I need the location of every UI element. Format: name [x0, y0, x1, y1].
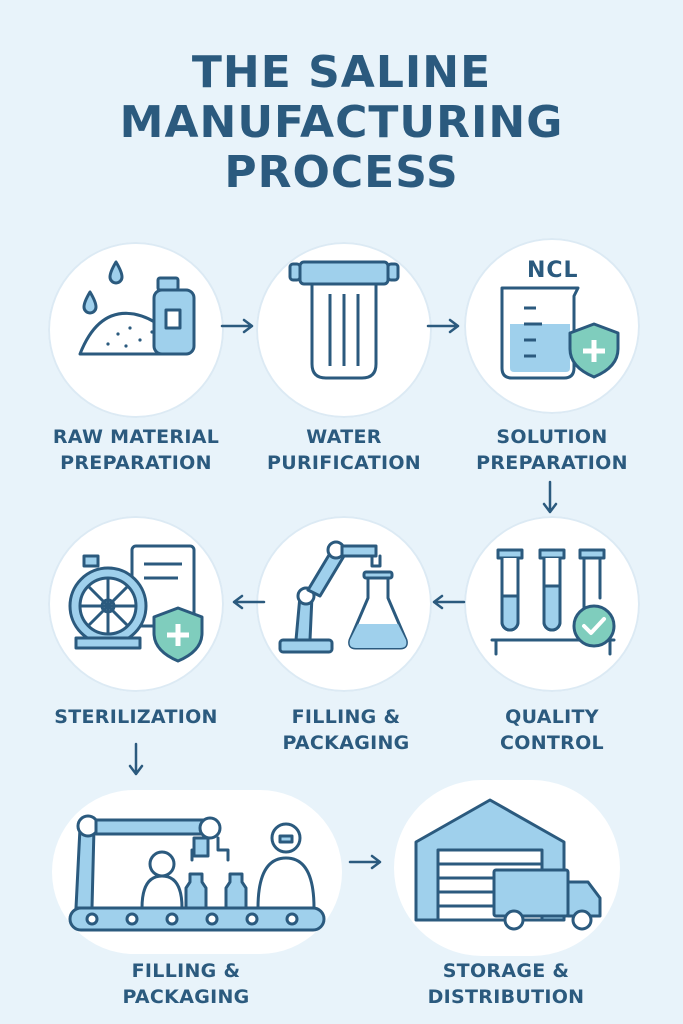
step-quality-control-label: QUALITY CONTROL [452, 704, 652, 756]
step-solution-preparation-label: SOLUTION PREPARATION [452, 424, 652, 476]
beaker-shield-icon [500, 286, 620, 380]
label-line-1: FILLING & [291, 706, 401, 728]
step-water-purification-circle [256, 242, 432, 418]
step-storage-distribution-circle [394, 780, 620, 956]
ncl-badge: NCL [527, 258, 579, 283]
water-filter-icon [288, 260, 400, 380]
label-line-2: PREPARATION [476, 452, 628, 474]
label-line-2: DISTRIBUTION [427, 986, 585, 1008]
step-filling-packaging-label: FILLING & PACKAGING [246, 704, 446, 756]
label-line-1: QUALITY [505, 706, 599, 728]
label-line-1: SOLUTION [496, 426, 608, 448]
conveyor-workers-icon [68, 814, 326, 932]
label-line-2: CONTROL [500, 732, 604, 754]
warehouse-truck-icon [414, 798, 602, 931]
arrow-left-icon [232, 594, 266, 610]
arrow-down-icon [128, 742, 144, 776]
step-quality-control-circle [464, 516, 640, 692]
step-sterilization-circle [48, 516, 224, 692]
page-title-line-3: PROCESS [224, 147, 459, 198]
label-line-1: WATER [306, 426, 382, 448]
step-raw-material-circle [48, 242, 224, 418]
label-line-2: PREPARATION [60, 452, 212, 474]
page-title-line-2: MANUFACTURING [119, 97, 564, 148]
page-title-line-1: THE SALINE [191, 47, 492, 98]
arrow-right-icon [348, 854, 382, 870]
salt-and-bottle-icon [78, 260, 196, 356]
label-line-2: PACKAGING [122, 986, 250, 1008]
label-line-1: RAW MATERIAL [52, 426, 220, 448]
step-solution-preparation-circle [464, 238, 640, 414]
label-line-1: STORAGE & [442, 960, 570, 982]
label-line-2: PACKAGING [282, 732, 410, 754]
step-raw-material-label: RAW MATERIAL PREPARATION [36, 424, 236, 476]
robot-arm-flask-icon [278, 540, 408, 654]
label-line-1: FILLING & [131, 960, 241, 982]
step-filling-packaging-line-panel [52, 790, 342, 954]
step-water-purification-label: WATER PURIFICATION [244, 424, 444, 476]
step-filling-packaging-line-label: FILLING & PACKAGING [86, 958, 286, 1010]
label-line-1: STERILIZATION [54, 706, 218, 728]
label-line-2: PURIFICATION [267, 452, 421, 474]
arrow-right-icon [426, 318, 460, 334]
arrow-right-icon [220, 318, 254, 334]
arrow-left-icon [432, 594, 466, 610]
step-sterilization-label: STERILIZATION [36, 704, 236, 730]
step-storage-distribution-label: STORAGE & DISTRIBUTION [406, 958, 606, 1010]
test-tubes-check-icon [490, 548, 616, 656]
arrow-down-icon [542, 480, 558, 514]
autoclave-shield-icon [68, 544, 204, 663]
step-filling-packaging-circle [256, 516, 432, 692]
